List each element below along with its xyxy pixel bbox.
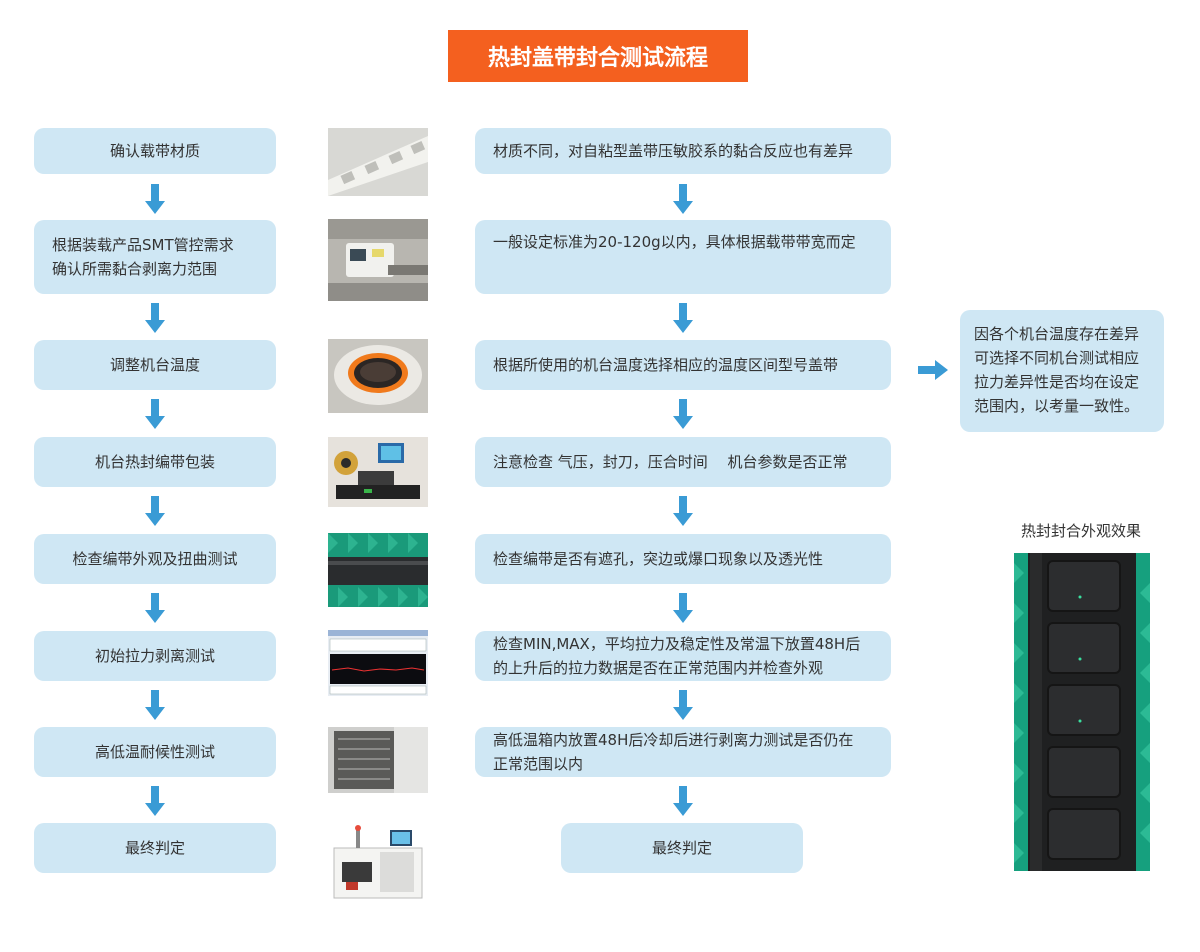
down-arrow-icon [673,399,693,429]
right-step-1: 材质不同，对自粘型盖带压敏胶系的黏合反应也有差异 [475,128,891,174]
side-note-line-3: 拉力差异性是否均在设定 [974,373,1140,391]
software-screenshot-photo [328,630,428,696]
down-arrow-icon [145,184,165,214]
down-arrow-icon [673,690,693,720]
down-arrow-icon [673,786,693,816]
seal-effect-photo [1014,553,1150,871]
right-step-3: 根据所使用的机台温度选择相应的温度区间型号盖带 [475,340,891,390]
sealing-machine-photo [328,437,428,507]
down-arrow-icon [673,303,693,333]
left-step-6-text: 初始拉力剥离测试 [94,647,215,665]
taped-strip-photo [328,533,428,607]
down-arrow-icon [673,496,693,526]
carrier-tape-photo [328,128,428,196]
left-step-5-text: 检查编带外观及扭曲测试 [72,550,238,568]
left-step-7: 高低温耐候性测试 [34,727,276,777]
right-arrow-icon [918,360,948,380]
right-step-4: 注意检查 气压，封刀，压合时间 机台参数是否正常 [475,437,891,487]
right-step-1-text: 材质不同，对自粘型盖带压敏胶系的黏合反应也有差异 [493,142,854,160]
down-arrow-icon [673,184,693,214]
right-step-6-line-2: 的上升后的拉力数据是否在正常范围内并检查外观 [493,659,824,677]
right-step-5-text: 检查编带是否有遮孔，突边或爆口现象以及透光性 [493,550,824,568]
left-step-2-line-1: 根据装载产品SMT管控需求 [52,236,234,254]
side-note-line-4: 范围内，以考量一致性。 [974,397,1140,415]
climate-chamber-photo [328,727,428,793]
right-step-8-text: 最终判定 [651,839,712,857]
left-step-8: 最终判定 [34,823,276,873]
left-step-4: 机台热封编带包装 [34,437,276,487]
left-step-2-line-2: 确认所需黏合剥离力范围 [52,260,218,278]
effect-caption: 热封封合外观效果 [1020,522,1141,540]
page-title: 热封盖带封合测试流程 [448,30,748,82]
down-arrow-icon [145,593,165,623]
right-step-5: 检查编带是否有遮孔，突边或爆口现象以及透光性 [475,534,891,584]
left-step-3-text: 调整机台温度 [109,356,200,374]
down-arrow-icon [145,303,165,333]
right-step-3-text: 根据所使用的机台温度选择相应的温度区间型号盖带 [493,356,839,374]
right-step-7-line-2: 正常范围以内 [493,755,584,773]
right-step-8: 最终判定 [561,823,803,873]
right-step-6-line-1: 检查MIN,MAX，平均拉力及稳定性及常温下放置48H后 [493,635,861,653]
peel-tester-photo [328,219,428,301]
right-step-7-line-1: 高低温箱内放置48H后冷却后进行剥离力测试是否仍在 [493,731,854,749]
left-step-2: 根据装载产品SMT管控需求 确认所需黏合剥离力范围 [34,220,276,294]
down-arrow-icon [145,786,165,816]
smt-machine-photo [328,822,428,904]
right-step-2-text: 一般设定标准为20-120g以内，具体根据载带带宽而定 [493,233,856,251]
down-arrow-icon [145,690,165,720]
side-note-line-1: 因各个机台温度存在差异 [974,325,1140,343]
left-step-6: 初始拉力剥离测试 [34,631,276,681]
side-note-line-2: 可选择不同机台测试相应 [974,349,1140,367]
left-step-1-text: 确认载带材质 [109,142,200,160]
heating-ring-photo [328,339,428,413]
right-step-2: 一般设定标准为20-120g以内，具体根据载带带宽而定 [475,220,891,294]
down-arrow-icon [145,496,165,526]
left-step-8-text: 最终判定 [124,839,185,857]
down-arrow-icon [145,399,165,429]
right-step-6: 检查MIN,MAX，平均拉力及稳定性及常温下放置48H后 的上升后的拉力数据是否… [475,631,891,681]
side-note: 因各个机台温度存在差异 可选择不同机台测试相应 拉力差异性是否均在设定 范围内，… [960,310,1164,432]
left-step-3: 调整机台温度 [34,340,276,390]
left-step-5: 检查编带外观及扭曲测试 [34,534,276,584]
down-arrow-icon [673,593,693,623]
left-step-7-text: 高低温耐候性测试 [94,743,215,761]
right-step-4-text: 注意检查 气压，封刀，压合时间 机台参数是否正常 [493,453,848,471]
left-step-4-text: 机台热封编带包装 [94,453,215,471]
right-step-7: 高低温箱内放置48H后冷却后进行剥离力测试是否仍在 正常范围以内 [475,727,891,777]
left-step-1: 确认载带材质 [34,128,276,174]
